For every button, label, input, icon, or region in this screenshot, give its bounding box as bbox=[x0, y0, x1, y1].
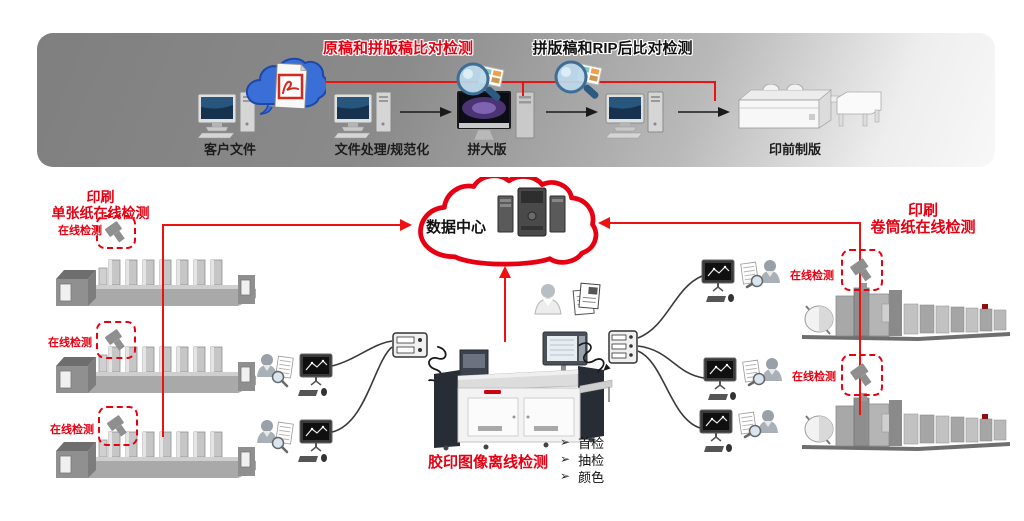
inspection-station-icon-right-2 bbox=[702, 354, 784, 402]
step-imposition-label: 拼大版 bbox=[467, 142, 507, 157]
bullet-item: ➢ 首检 bbox=[560, 434, 605, 451]
processing-computer-icon bbox=[332, 90, 396, 140]
inspection-station-icon-left-1 bbox=[256, 350, 338, 398]
bullet-arrow-glyph: ➢ bbox=[560, 452, 571, 466]
left-online-check-label-3: 在线检测 bbox=[50, 424, 94, 436]
offline-check-bullet-list: ➢ 首检 ➢ 抽检 ➢ 颜色 bbox=[560, 434, 604, 485]
inline-camera-icon bbox=[848, 256, 876, 284]
inspection-station-icon-right-3 bbox=[698, 406, 780, 454]
bullet-arrow-glyph: ➢ bbox=[560, 469, 571, 483]
step-prepress-plate-label: 印前制版 bbox=[768, 142, 821, 157]
inline-camera-icon bbox=[105, 413, 131, 439]
left-online-check-label-2: 在线检测 bbox=[48, 337, 92, 349]
rip-computer-icon bbox=[604, 90, 668, 140]
bullet-text: 首检 bbox=[578, 435, 605, 451]
web-press-icon-1 bbox=[798, 282, 1014, 345]
left-title-line1: 印刷 bbox=[86, 189, 115, 205]
network-hub-icon-left bbox=[392, 332, 428, 358]
server-towers-icon bbox=[496, 186, 568, 238]
step-client-files-label: 客户文件 bbox=[203, 142, 256, 157]
right-title-line1: 印刷 bbox=[907, 202, 938, 219]
sheetfed-press-icon-1 bbox=[52, 257, 258, 310]
magnifier-check-icon-1 bbox=[452, 60, 510, 110]
left-inline-camera-box-2 bbox=[96, 321, 136, 359]
bullet-text: 颜色 bbox=[578, 469, 605, 485]
web-press-icon-2 bbox=[798, 392, 1014, 455]
operator-with-reports-icon bbox=[534, 280, 604, 324]
compare-check-2-label: 拼版稿和RIP后比对检测 bbox=[532, 40, 693, 57]
bullet-arrow-glyph: ➢ bbox=[560, 435, 571, 449]
left-inline-camera-box-1 bbox=[96, 215, 136, 249]
inspection-station-icon-left-2 bbox=[256, 416, 338, 464]
inline-camera-icon bbox=[103, 219, 129, 245]
left-inline-camera-box-3 bbox=[98, 406, 138, 446]
bullet-item: ➢ 抽检 bbox=[560, 451, 605, 468]
left-online-check-label-1: 在线检测 bbox=[58, 225, 102, 237]
step-file-processing-label: 文件处理/规范化 bbox=[334, 142, 430, 157]
data-center-label: 数据中心 bbox=[426, 219, 487, 236]
right-online-check-label-2: 在线检测 bbox=[792, 371, 836, 383]
inline-camera-icon bbox=[848, 361, 876, 389]
inspection-station-icon-right-1 bbox=[700, 256, 782, 304]
right-online-check-label-1: 在线检测 bbox=[790, 270, 834, 282]
bullet-text: 抽检 bbox=[578, 452, 605, 468]
left-title-line2: 单张纸在线检测 bbox=[51, 205, 150, 221]
bullet-item: ➢ 颜色 bbox=[560, 468, 605, 485]
ctp-platesetter-icon bbox=[735, 84, 885, 134]
magnifier-check-icon-2 bbox=[550, 58, 608, 108]
right-inline-camera-box-1 bbox=[841, 249, 883, 291]
pdf-cloud-icon bbox=[246, 56, 326, 120]
network-hub-icon-right bbox=[608, 330, 638, 364]
right-inline-camera-box-2 bbox=[841, 354, 883, 396]
right-title-line2: 卷筒纸在线检测 bbox=[870, 219, 976, 236]
offline-check-label: 胶印图像离线检测 bbox=[428, 454, 549, 471]
sheetfed-press-icon-2 bbox=[52, 344, 258, 397]
inline-camera-icon bbox=[103, 327, 129, 353]
compare-check-1-label: 原稿和拼版稿比对检测 bbox=[322, 40, 473, 57]
